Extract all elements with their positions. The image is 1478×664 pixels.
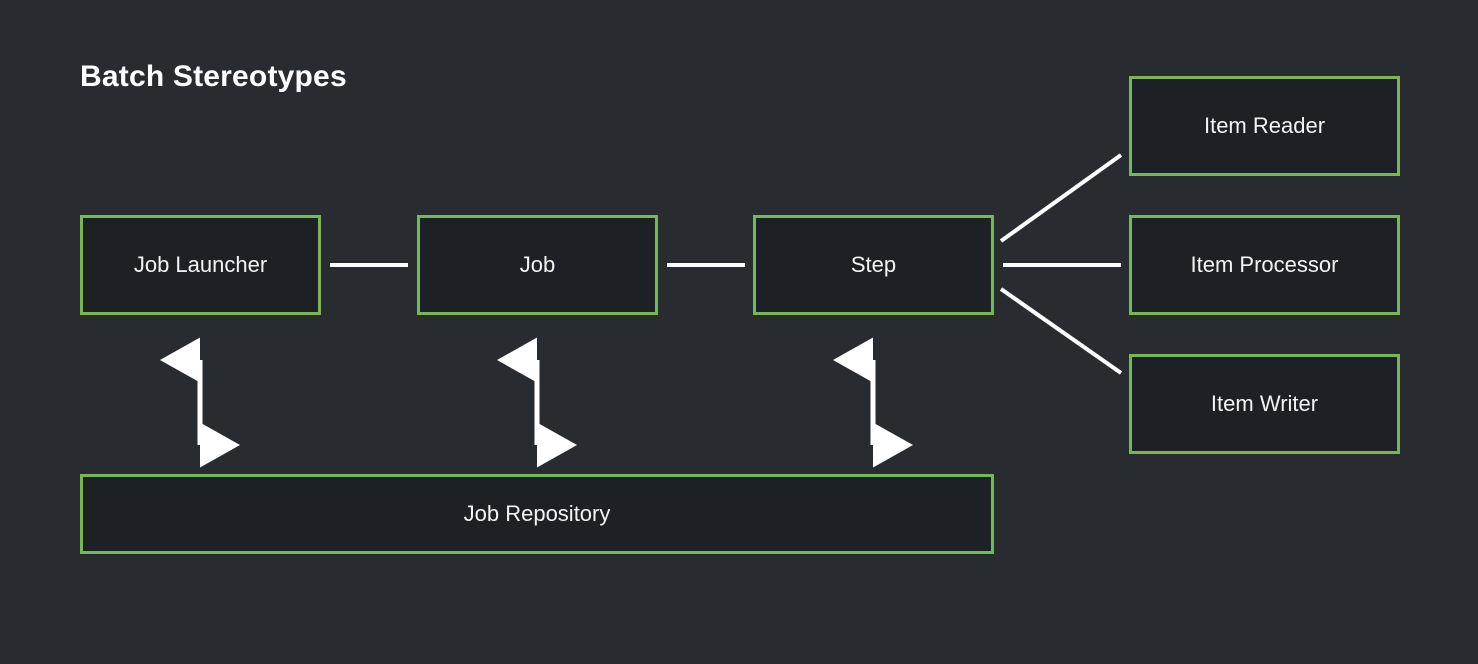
node-item-processor[interactable]: Item Processor	[1129, 215, 1400, 315]
node-job[interactable]: Job	[417, 215, 658, 315]
node-item-reader-label: Item Reader	[1203, 113, 1326, 138]
node-job-launcher-label: Job Launcher	[133, 252, 268, 277]
node-job-repository-label: Job Repository	[463, 501, 611, 526]
node-item-writer[interactable]: Item Writer	[1129, 354, 1400, 454]
node-job-repository[interactable]: Job Repository	[80, 474, 994, 554]
node-job-launcher[interactable]: Job Launcher	[80, 215, 321, 315]
node-step[interactable]: Step	[753, 215, 994, 315]
node-item-processor-label: Item Processor	[1190, 252, 1339, 277]
node-job-label: Job	[519, 252, 556, 277]
node-item-writer-label: Item Writer	[1210, 391, 1319, 416]
edge-step-item-reader	[999, 153, 1123, 243]
page-title: Batch Stereotypes	[80, 60, 347, 93]
node-item-reader[interactable]: Item Reader	[1129, 76, 1400, 176]
node-step-label: Step	[850, 252, 897, 277]
edge-step-item-writer	[999, 287, 1123, 375]
